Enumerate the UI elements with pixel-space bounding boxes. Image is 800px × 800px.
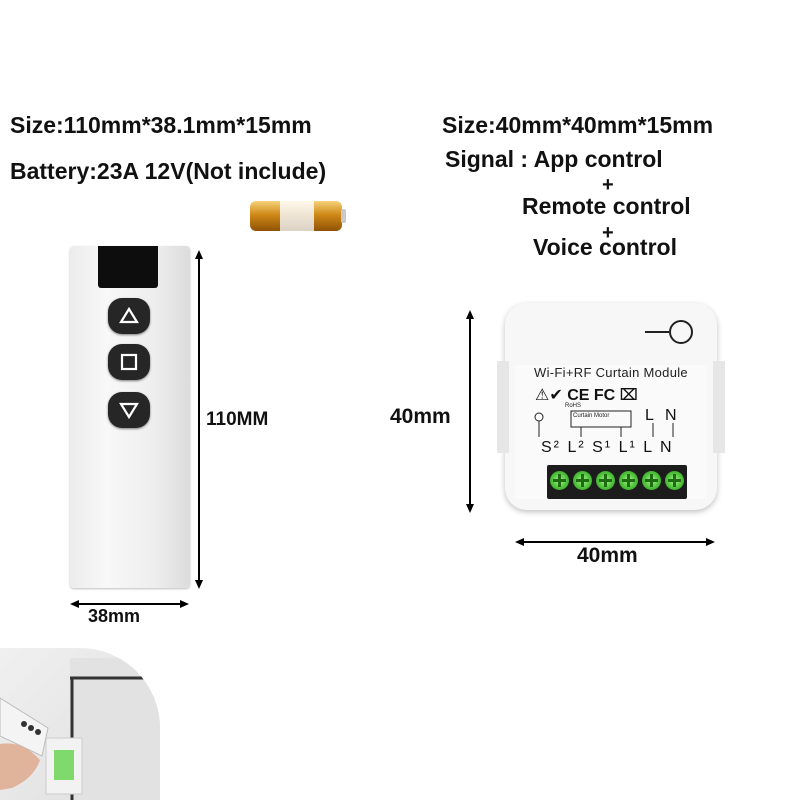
stop-square-icon — [120, 353, 138, 371]
terminal-screw — [619, 471, 638, 490]
remote-size-label: Size:110mm*38.1mm*15mm — [10, 112, 312, 138]
usage-photo — [0, 648, 160, 800]
remote-control-image — [70, 246, 190, 588]
down-triangle-icon — [119, 402, 139, 420]
up-triangle-icon — [119, 306, 139, 324]
terminal-screw — [665, 471, 684, 490]
module-height-label: 40mm — [390, 405, 451, 428]
remote-width-label: 38mm — [88, 606, 141, 626]
remote-up-button — [108, 298, 150, 334]
remote-down-button — [108, 392, 150, 428]
module-size-label: Size:40mm*40mm*15mm — [442, 112, 714, 138]
voice-control-label: Voice control — [533, 234, 677, 260]
remote-indicator-window — [98, 246, 158, 288]
rohs-mark: RoHS — [565, 403, 582, 409]
battery-label-band — [280, 201, 314, 231]
certification-marks: ⚠✔ CE FC ⌧ — [535, 387, 639, 404]
battery-terminal — [341, 209, 346, 223]
battery-image — [250, 201, 346, 231]
terminal-screw — [550, 471, 569, 490]
terminal-block — [547, 465, 687, 499]
remote-height-label: 110MM — [206, 409, 269, 430]
plus-sign: + — [602, 222, 614, 244]
module-width-label: 40mm — [577, 544, 638, 567]
remote-control-label: Remote control — [522, 193, 691, 219]
curtain-motor-label: Curtain Motor — [573, 413, 610, 419]
plus-sign: + — [602, 174, 614, 196]
module-label-title: Wi-Fi+RF Curtain Module — [534, 365, 688, 380]
top-L-label: L — [645, 407, 654, 424]
module-side-clip — [497, 361, 509, 453]
terminal-screw — [573, 471, 592, 490]
top-N-label: N — [665, 407, 677, 424]
curtain-module-image: Wi-Fi+RF Curtain Module ⚠✔ CE FC ⌧ RoHS … — [497, 303, 725, 510]
module-side-clip — [713, 361, 725, 453]
module-label-area: Wi-Fi+RF Curtain Module ⚠✔ CE FC ⌧ RoHS … — [515, 365, 707, 499]
remote-stop-button — [108, 344, 150, 380]
signal-label: Signal : App control — [445, 146, 663, 172]
reset-button-outline-icon — [645, 320, 693, 344]
terminal-labels: S² L² S¹ L¹ L N — [541, 439, 674, 456]
remote-battery-label: Battery:23A 12V(Not include) — [10, 158, 327, 184]
wiring-diagram-icon — [534, 410, 674, 437]
hand-holding-remote-illustration — [0, 658, 160, 800]
terminal-screw — [596, 471, 615, 490]
terminal-screw — [642, 471, 661, 490]
